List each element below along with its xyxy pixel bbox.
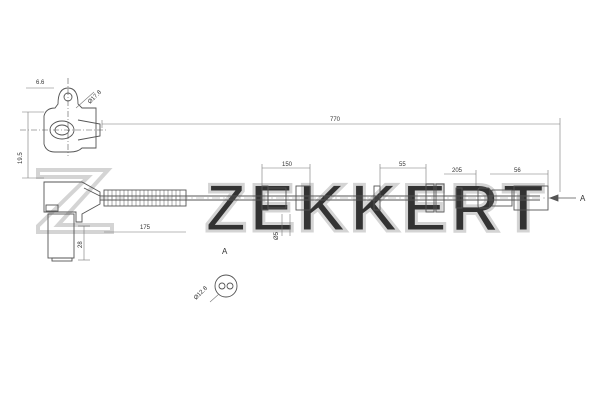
dim-19-5: 19.5 <box>18 152 24 164</box>
dim-205: 205 <box>452 168 463 174</box>
dim-56: 56 <box>514 168 521 174</box>
dim-150: 150 <box>282 162 293 168</box>
dim-28: 28 <box>78 241 84 248</box>
dim-6-6: 6.6 <box>36 80 45 86</box>
dim-12-8: Ø12.8 <box>193 285 209 301</box>
dim-770: 770 <box>330 117 341 123</box>
dim-55: 55 <box>399 162 406 168</box>
view-label-detail: A <box>222 247 228 256</box>
sensor-side-view <box>43 181 101 262</box>
sensor-top-view <box>20 78 106 156</box>
segment-dimension-lines <box>261 164 549 236</box>
sensor-dimension-lines <box>22 87 561 192</box>
view-label-arrow: A <box>580 194 586 203</box>
sensor-side-dimension <box>78 225 186 261</box>
watermark-brand-text: ZEKKERT <box>205 170 547 246</box>
dim-17-8: Ø17.8 <box>87 89 103 105</box>
watermark-logo <box>36 168 114 234</box>
dim-5: Ø5 <box>274 231 280 240</box>
connector-face-detail <box>209 274 238 303</box>
dim-175: 175 <box>140 225 151 231</box>
view-arrow <box>548 194 576 202</box>
